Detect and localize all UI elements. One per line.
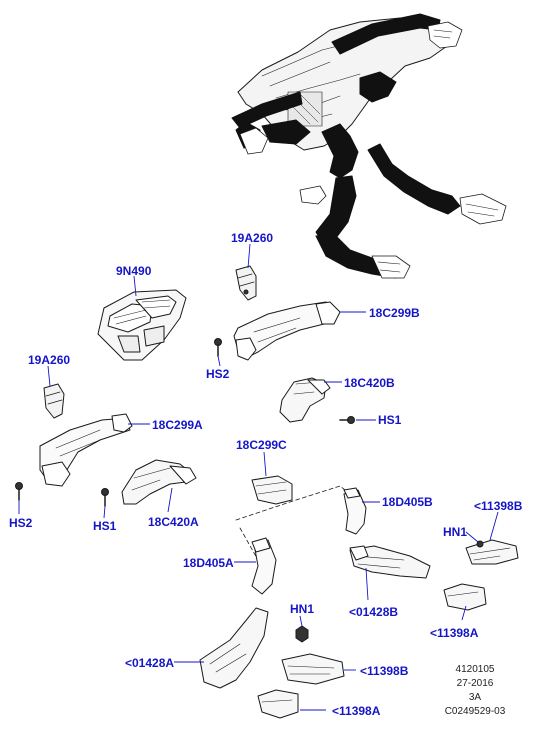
hs1-screw-right[interactable] bbox=[339, 416, 355, 424]
callout-18c299a[interactable]: 18C299A bbox=[152, 418, 203, 432]
callout-11398a-lower[interactable]: <11398A bbox=[332, 704, 381, 718]
hs1-screw-left[interactable] bbox=[101, 488, 109, 507]
part-9n490-vent[interactable] bbox=[97, 289, 187, 361]
part-18c420b-duct[interactable] bbox=[279, 377, 331, 423]
part-11398a-bracket-lower[interactable] bbox=[257, 689, 299, 719]
callout-01428b[interactable]: <01428B bbox=[349, 605, 399, 619]
part-01428a-duct[interactable] bbox=[199, 607, 269, 689]
callout-hs1-right[interactable]: HS1 bbox=[378, 413, 402, 427]
ref-number: 4120105 bbox=[455, 664, 495, 675]
duct-assembly-overview bbox=[231, 13, 507, 279]
hs2-screw-upper[interactable] bbox=[214, 338, 222, 357]
part-11398b-bracket-lower[interactable] bbox=[281, 653, 345, 685]
callout-11398b-lower[interactable]: <11398B bbox=[360, 664, 409, 678]
hn1-nut-right[interactable] bbox=[476, 540, 484, 548]
ref-illustration-code: C0249529-03 bbox=[444, 706, 506, 717]
part-11398b-bracket-right[interactable] bbox=[465, 539, 519, 565]
part-19a260-upper[interactable] bbox=[235, 265, 257, 301]
callout-hn1-right[interactable]: HN1 bbox=[443, 525, 468, 539]
part-11398a-bracket-right[interactable] bbox=[443, 583, 487, 611]
reference-block: 4120105 27-2016 3A C0249529-03 bbox=[430, 663, 520, 719]
hs2-screw-left[interactable] bbox=[15, 482, 23, 501]
ref-revision: 3A bbox=[468, 692, 482, 703]
callout-19a260-left[interactable]: 19A260 bbox=[28, 353, 71, 367]
part-18c420a-duct[interactable] bbox=[121, 459, 197, 505]
callout-18c420b[interactable]: 18C420B bbox=[344, 376, 395, 390]
connection-dashed bbox=[235, 485, 351, 561]
part-18c299c-adaptor[interactable] bbox=[251, 475, 293, 505]
part-18c299a-duct[interactable] bbox=[39, 413, 133, 487]
callout-9n490[interactable]: 9N490 bbox=[116, 264, 152, 278]
callout-18d405b[interactable]: 18D405B bbox=[382, 495, 433, 509]
part-01428b-duct[interactable] bbox=[349, 545, 431, 579]
part-18c299b-duct[interactable] bbox=[233, 301, 341, 361]
callout-18d405a[interactable]: 18D405A bbox=[183, 556, 234, 570]
callout-11398b-right[interactable]: <11398B bbox=[474, 499, 523, 513]
callout-01428a[interactable]: <01428A bbox=[125, 656, 175, 670]
hn1-nut-lower[interactable] bbox=[295, 625, 309, 643]
callout-11398a-right[interactable]: <11398A bbox=[430, 626, 479, 640]
callout-19a260-upper[interactable]: 19A260 bbox=[231, 231, 274, 245]
part-18d405a-duct[interactable] bbox=[251, 537, 277, 595]
callout-18c420a[interactable]: 18C420A bbox=[148, 515, 199, 529]
callout-hs2-upper[interactable]: HS2 bbox=[206, 367, 230, 381]
callout-hs2-left[interactable]: HS2 bbox=[9, 516, 33, 530]
part-19a260-left[interactable] bbox=[43, 383, 65, 419]
callout-18c299b[interactable]: 18C299B bbox=[369, 306, 420, 320]
callout-hs1-left[interactable]: HS1 bbox=[93, 519, 117, 533]
callout-18c299c[interactable]: 18C299C bbox=[236, 438, 287, 452]
callout-hn1-lower[interactable]: HN1 bbox=[290, 602, 315, 616]
part-18d405b-duct[interactable] bbox=[343, 487, 367, 535]
leader-lines bbox=[18, 243, 499, 711]
ref-date: 27-2016 bbox=[456, 678, 494, 689]
